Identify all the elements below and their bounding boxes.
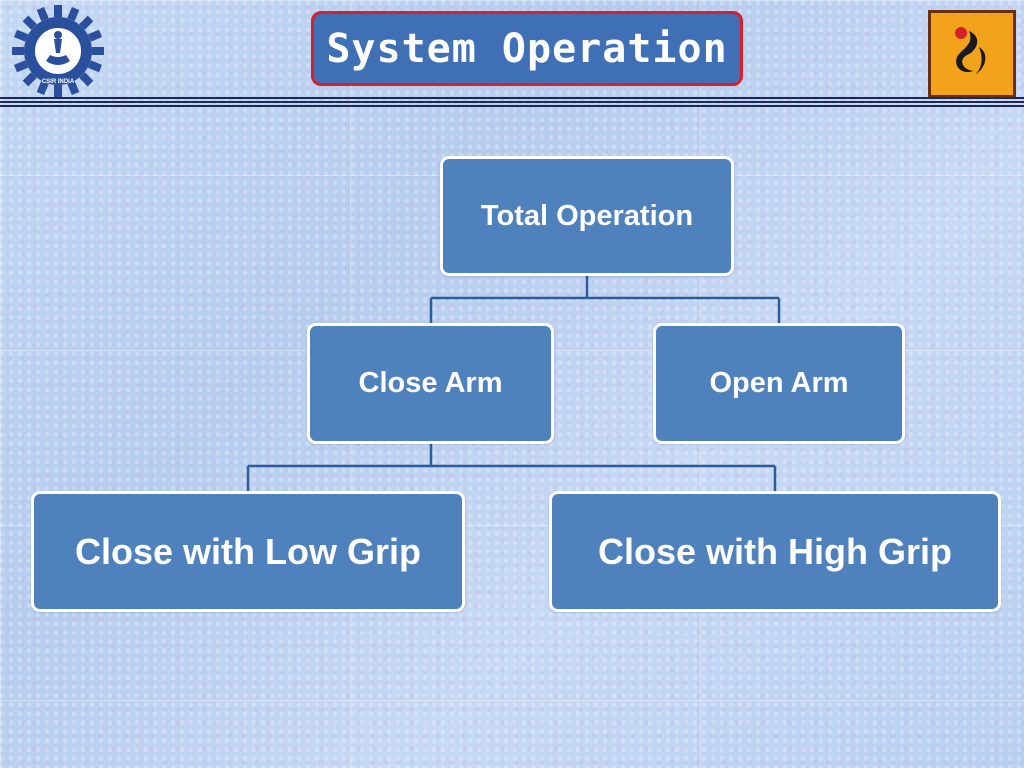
header-divider-line — [0, 101, 1024, 103]
header-divider-line — [0, 97, 1024, 99]
node-total-operation: Total Operation — [440, 156, 734, 276]
node-close-high-grip-label: Close with High Grip — [597, 530, 952, 572]
node-close-arm: Close Arm — [307, 323, 554, 444]
node-close-low-grip-label: Close with Low Grip — [74, 530, 421, 572]
institute-logo-icon — [928, 10, 1016, 98]
node-open-arm-label: Open Arm — [709, 367, 849, 399]
node-total-operation-label: Total Operation — [480, 199, 694, 232]
header-divider-line — [0, 105, 1024, 107]
connector-closearm-to-level2 — [246, 443, 777, 492]
node-open-arm: Open Arm — [653, 323, 905, 444]
connector-root-to-level1 — [429, 275, 781, 324]
csir-logo-caption: CSIR INDIA — [42, 79, 75, 85]
node-close-arm-label: Close Arm — [358, 367, 503, 399]
csir-logo-icon: CSIR INDIA — [12, 5, 104, 97]
node-close-high-grip: Close with High Grip — [549, 491, 1001, 612]
node-close-low-grip: Close with Low Grip — [31, 491, 465, 612]
institute-logo-mark-icon — [955, 27, 986, 75]
title-banner: System Operation — [311, 11, 743, 86]
page-title: System Operation — [326, 25, 728, 72]
